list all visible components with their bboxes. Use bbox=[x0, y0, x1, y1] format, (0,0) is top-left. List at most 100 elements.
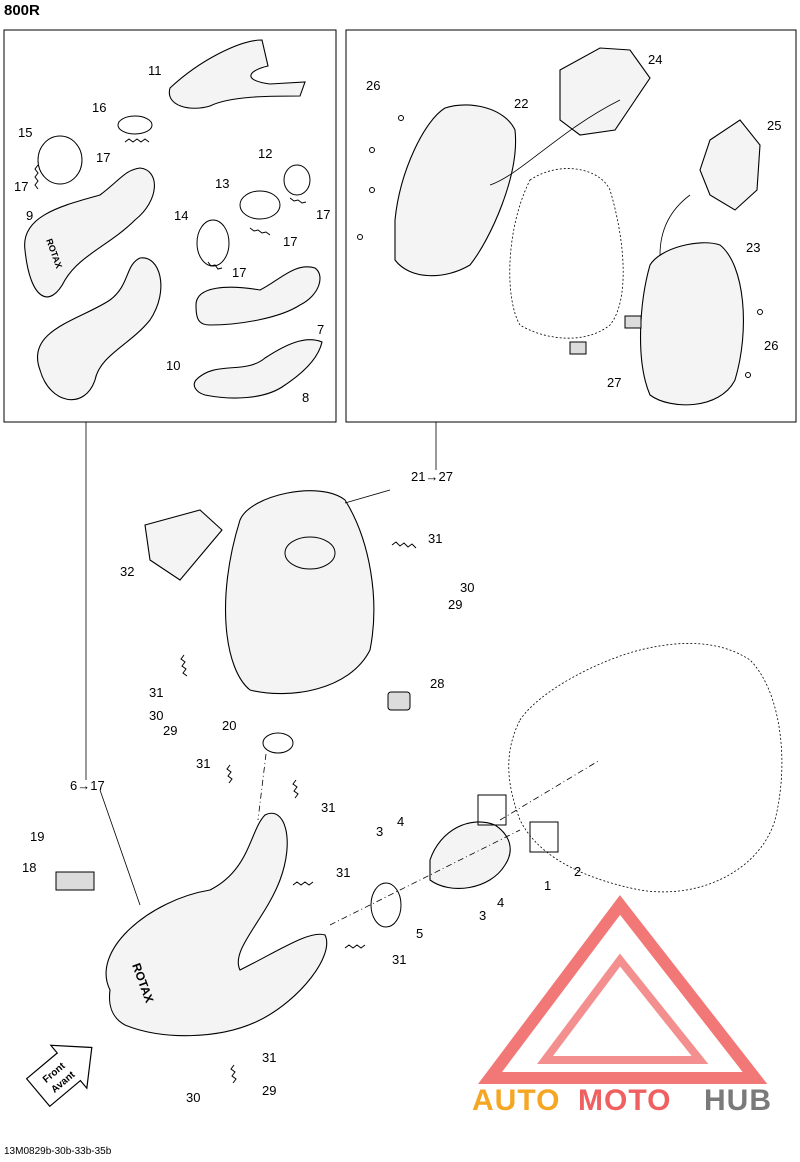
spring-31f bbox=[344, 944, 366, 949]
detail-box-left bbox=[3, 29, 337, 423]
spring-17b bbox=[34, 164, 39, 190]
label-11: 11 bbox=[148, 63, 162, 78]
spring-31g bbox=[230, 1064, 237, 1084]
label-14: 14 bbox=[174, 208, 188, 223]
gasket-25 bbox=[699, 119, 761, 211]
pipe-7 bbox=[195, 266, 321, 326]
label-1: 1 bbox=[544, 878, 551, 893]
label-22: 22 bbox=[514, 96, 528, 111]
spring-31a bbox=[391, 541, 417, 549]
label-17a: 17 bbox=[96, 150, 110, 165]
muffler-assembly bbox=[225, 490, 375, 695]
logo-text-hub: HUB bbox=[704, 1084, 772, 1117]
label-13: 13 bbox=[215, 176, 229, 191]
muffler-phantom bbox=[509, 168, 624, 339]
model-title: 800R bbox=[4, 2, 40, 19]
label-31g: 31 bbox=[262, 1050, 276, 1065]
ring-15 bbox=[37, 135, 83, 185]
pipe-8 bbox=[193, 339, 323, 399]
muffler-half-23 bbox=[640, 242, 744, 406]
label-30b: 30 bbox=[149, 708, 163, 723]
label-29b: 29 bbox=[163, 723, 177, 738]
leader-6-17 bbox=[99, 789, 141, 906]
bracket-27b bbox=[569, 341, 587, 355]
label-21-27: 21→27 bbox=[411, 469, 453, 484]
spring-31c bbox=[226, 764, 233, 784]
label-20: 20 bbox=[222, 718, 236, 733]
rivet-26d bbox=[357, 234, 363, 240]
rivet-26b bbox=[369, 147, 375, 153]
label-29a: 29 bbox=[448, 597, 462, 612]
rivet-26f bbox=[745, 372, 751, 378]
label-17e: 17 bbox=[232, 265, 246, 280]
front-avant-stamp: Front Avant bbox=[25, 1044, 93, 1108]
label-30a: 30 bbox=[460, 580, 474, 595]
label-4a: 4 bbox=[397, 814, 404, 829]
spring-17a bbox=[124, 138, 150, 143]
label-30c: 30 bbox=[186, 1090, 200, 1105]
label-8: 8 bbox=[302, 390, 309, 405]
gasket-24 bbox=[559, 47, 651, 136]
ring-13 bbox=[239, 190, 281, 220]
muffler-outlet bbox=[284, 536, 336, 570]
leader-21-27 bbox=[344, 489, 391, 504]
gasket-2b bbox=[529, 821, 559, 853]
bracket-27a bbox=[624, 315, 642, 329]
spring-17c bbox=[289, 197, 307, 204]
label-28: 28 bbox=[430, 676, 444, 691]
pipe-9 bbox=[24, 167, 155, 298]
spring-17e bbox=[207, 261, 223, 270]
rivet-26e bbox=[757, 309, 763, 315]
muffler-half-22 bbox=[394, 104, 517, 277]
seal-5 bbox=[370, 882, 402, 928]
label-10: 10 bbox=[166, 358, 180, 373]
label-29c: 29 bbox=[262, 1083, 276, 1098]
label-27: 27 bbox=[607, 375, 621, 390]
heat-shield-11 bbox=[168, 39, 306, 109]
axis-engine bbox=[499, 759, 601, 821]
label-23: 23 bbox=[746, 240, 760, 255]
label-16: 16 bbox=[92, 100, 106, 115]
label-17d: 17 bbox=[283, 234, 297, 249]
rivet-26a bbox=[398, 115, 404, 121]
label-17c: 17 bbox=[316, 207, 330, 222]
leader-25 bbox=[659, 194, 691, 256]
spring-31b bbox=[180, 654, 188, 677]
bracket-18 bbox=[55, 871, 95, 891]
gasket-2a bbox=[477, 794, 507, 826]
label-26a: 26 bbox=[366, 78, 380, 93]
seal-20 bbox=[262, 732, 294, 754]
engine-phantom bbox=[508, 643, 783, 893]
part-labels: 1 2 3 3 4 4 5 6→17 7 8 9 10 11 12 13 14 … bbox=[14, 52, 781, 1105]
label-18: 18 bbox=[22, 860, 36, 875]
label-25: 25 bbox=[767, 118, 781, 133]
detail-box-right bbox=[345, 29, 797, 423]
pipe-10 bbox=[37, 257, 162, 401]
label-31e: 31 bbox=[336, 865, 350, 880]
bracket-28 bbox=[387, 691, 411, 711]
logo-text-auto: AUTO bbox=[472, 1084, 560, 1117]
label-3b: 3 bbox=[479, 908, 486, 923]
label-3a: 3 bbox=[376, 824, 383, 839]
label-32: 32 bbox=[120, 564, 134, 579]
rivet-26c bbox=[369, 187, 375, 193]
axis-manifold bbox=[329, 829, 521, 926]
axis-seal-20 bbox=[257, 753, 267, 821]
label-26b: 26 bbox=[764, 338, 778, 353]
spring-17d bbox=[249, 227, 271, 236]
label-9: 9 bbox=[26, 208, 33, 223]
logo-text-moto: MOTO bbox=[578, 1084, 671, 1117]
label-17b: 17 bbox=[14, 179, 28, 194]
ring-14 bbox=[196, 219, 230, 267]
leader-24 bbox=[489, 99, 621, 186]
spring-31d bbox=[292, 779, 299, 799]
label-31d: 31 bbox=[321, 800, 335, 815]
label-31b: 31 bbox=[149, 685, 163, 700]
spring-31e bbox=[292, 881, 314, 886]
tuned-pipe bbox=[105, 812, 328, 1037]
automotohub-logo: AUTO MOTO HUB bbox=[472, 895, 772, 1117]
label-12: 12 bbox=[258, 146, 272, 161]
label-6-17: 6→17 bbox=[70, 778, 105, 793]
